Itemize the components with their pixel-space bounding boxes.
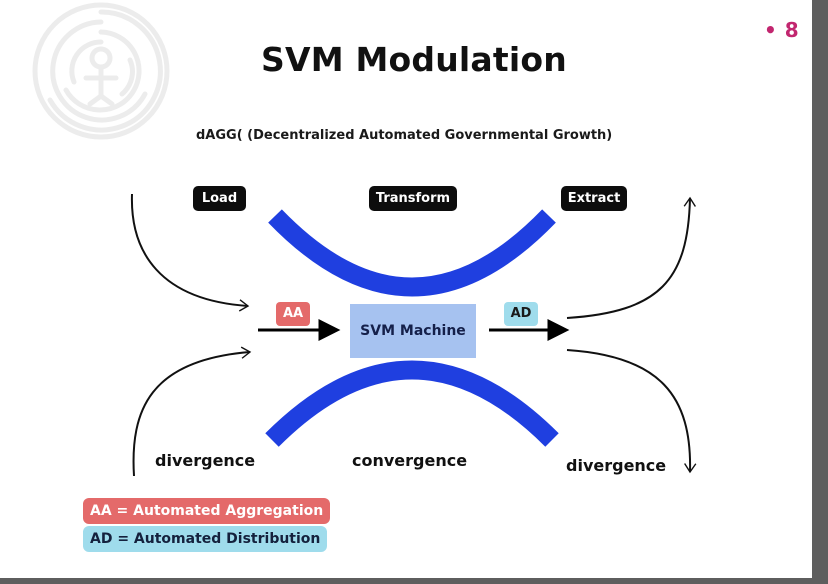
divergence-right-label: divergence: [566, 456, 667, 475]
right-frame-edge: [812, 0, 828, 584]
stage-transform-label: Transform: [369, 186, 457, 211]
legend-aa: AA = Automated Aggregation: [83, 498, 331, 524]
divergence-left-curve-arrow: [132, 346, 252, 477]
page-number: •8: [764, 18, 799, 42]
page-number-value: 8: [784, 18, 799, 42]
aa-tag: AA: [276, 302, 310, 326]
slide-subtitle: dAGG( (Decentralized Automated Governmen…: [196, 128, 613, 143]
extract-curve-arrow: [566, 196, 696, 319]
top-convergence-arc: [268, 209, 556, 297]
svm-machine-box: SVM Machine: [350, 304, 476, 358]
ad-tag: AD: [504, 302, 538, 326]
stage-load-label: Load: [193, 186, 246, 211]
bottom-divergence-arc: [265, 360, 559, 447]
bottom-frame-edge: [0, 578, 828, 584]
slide-title: SVM Modulation: [261, 40, 567, 79]
stage-extract-label: Extract: [561, 186, 627, 211]
convergence-label: convergence: [352, 451, 468, 470]
load-curve-arrow: [130, 193, 250, 312]
divergence-left-label: divergence: [155, 451, 256, 470]
legend-ad: AD = Automated Distribution: [83, 526, 328, 552]
maze-logo: [32, 2, 170, 140]
divergence-right-curve-arrow: [566, 349, 697, 474]
